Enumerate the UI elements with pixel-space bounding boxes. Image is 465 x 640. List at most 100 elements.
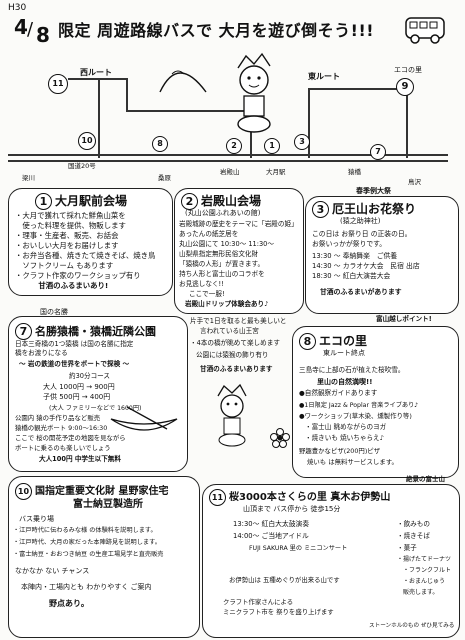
food-list-item: ・菓子 xyxy=(397,544,417,552)
mascot-illustration xyxy=(237,52,271,133)
section-7-line: 猿橋の観光ボート 9:00〜16:30 xyxy=(15,424,108,432)
section-2-line: ここで一服! xyxy=(189,290,225,298)
west-route-label: 西ルート xyxy=(80,68,112,77)
section-8-tag: 富山越しポイント! xyxy=(376,315,432,323)
map-point-8: 9 xyxy=(396,78,414,96)
section-2-line: 山梨県指定無形民俗文化財 xyxy=(179,250,259,258)
section-2-subtitle: (丸山公園ふれあいの館) xyxy=(185,209,261,217)
section-11-line: クラフト作家さんによる xyxy=(223,598,294,606)
east-route-label: 東ルート xyxy=(308,72,340,81)
section-1-line: 使った料理を提供、物販します xyxy=(15,221,126,230)
section-10-line: ・江戸時代に伝わるみな様 の体験料を説明します。 xyxy=(13,527,157,534)
section-7-line: ボートに乗るのも楽しいでしょう xyxy=(15,444,111,452)
section-8-number: 8 xyxy=(299,333,316,350)
map-point-3: 3 xyxy=(294,134,310,150)
section-1-line: ・大月で獲れて採れた鮮魚山菜を xyxy=(15,211,126,220)
section-10-line: 本陣内・工場内とも わかりやすく ご案内 xyxy=(21,583,152,591)
section-10-line: なかなか ない チャンス xyxy=(15,567,90,575)
section-11-number: 11 xyxy=(209,489,226,506)
food-list-item: ・フランクフルト xyxy=(403,567,452,574)
section-7-line: 公園内 猿の手作り品など販売 xyxy=(15,414,101,422)
food-list-item: ・おまんじゅう xyxy=(403,578,446,585)
boat-illustration xyxy=(110,406,178,431)
section-3-line: 14:30 〜 カラオケ大会 民宿 出店 xyxy=(312,262,420,270)
section-11-line: 13:30〜 紅白大太鼓演奏 xyxy=(233,520,310,528)
section-3-line: 甘酒のふるまいがあります xyxy=(320,288,402,296)
section-1-line: 甘酒のふるまいあり! xyxy=(31,281,109,290)
section-3-line: 13:30 〜 奉納舞楽 ご供養 xyxy=(312,252,398,260)
food-list-item: 販売します。 xyxy=(403,589,439,596)
section-3-line: お祭いっかが祭りです。 xyxy=(312,240,387,248)
mascot-small-illustration xyxy=(217,383,247,447)
page-title: 限定 周遊路線バスで 大月を遊び倒そう!!! xyxy=(58,21,375,40)
section-11-tag: 絶景の富士山 xyxy=(406,475,445,483)
section-8-subtitle: 東ルート終点 xyxy=(323,349,365,357)
section-8-line: ・富士山 眺めながらのヨガ xyxy=(305,423,387,431)
section-1-line: ・おいしい大月をお届けします xyxy=(15,241,119,250)
stop-label: 梁川 xyxy=(22,174,35,182)
section-8-line: 焼いも は無料サービスします。 xyxy=(307,458,398,466)
section-8-line: ●1日限定 Jazz & Poplar 音楽ライブあり♪ xyxy=(299,402,419,409)
date-badge: 4 / 8 xyxy=(14,15,50,47)
year-label: H30 xyxy=(8,3,27,13)
date-month: 4 xyxy=(14,15,28,39)
route20-label: 国道20号 xyxy=(68,162,96,170)
section-8-line: ●ワークショップ(草木染、燻製作り等) xyxy=(299,412,412,420)
section-1-number: 1 xyxy=(35,193,52,210)
section-3-tag: 春季例大祭 xyxy=(356,187,391,195)
flower-icon xyxy=(270,428,290,448)
section-11-line: FUJI SAKURA 里の ミニコンサート xyxy=(249,545,348,552)
section-8-line: ・焼きいも 焼いちゃらえ♪ xyxy=(305,434,384,442)
section-7-number: 7 xyxy=(15,323,32,340)
food-list-item: ・焼きそば xyxy=(397,532,430,540)
stop-label: 岩殿山 xyxy=(220,168,240,176)
stop-label: 桑原 xyxy=(158,174,171,182)
section-7-line: 〜 岩の鉄道の世界をボートで探検 〜 xyxy=(19,360,130,368)
section-1-line: ・クラフト作家のワークショップ有り xyxy=(15,271,141,280)
route-map: 西ルート 東ルート 国道20号 エコの里 9 10 11 8 2 1 3 7 大… xyxy=(8,48,458,186)
section-2-number: 2 xyxy=(181,193,198,210)
food-list-item: ・揚げたてドーナツ xyxy=(397,556,452,563)
section-11-line: ミニクラフト市を 祭りを盛り上げます xyxy=(223,608,334,616)
section-7-side-line: 公園には猿猴の飾り有り xyxy=(196,351,269,359)
section-10-line: 野点あり。 xyxy=(49,599,89,608)
section-2-line: お見逃しなく!! xyxy=(179,280,224,288)
section-3-line: 18:30 〜 紅白大演芸大会 xyxy=(312,272,391,280)
section-8-line: 里山の自然満喫!! xyxy=(317,378,373,386)
section-10-line: ・江戸時代、大月の家だった本陣跡見を説明します。 xyxy=(13,539,161,546)
section-2-line: 岩殿城跡の歴史をテーマに「岩殿の姫」 xyxy=(179,220,298,228)
section-2-line: 岩殿山ドリップ体験会あり♪ xyxy=(185,300,269,308)
section-3-number: 3 xyxy=(312,201,329,218)
section-7-side-line: 甘酒のふるまいあります xyxy=(200,365,273,373)
section-1-line: ・お弁当各種、焼きたて焼きそば、焼き鳥 xyxy=(15,251,156,260)
section-1-line: ソフトクリーム もあります xyxy=(15,261,114,270)
section-7-line: (大人 ファミリーなどで 1600円) xyxy=(49,405,142,412)
section-8-line: 三島寺に上部の石が植えた桜吹雪。 xyxy=(299,366,405,374)
section-10-title2: 富士納豆製造所 xyxy=(73,499,143,510)
section-11-footer: ストーンホルのもの ぜひ見てみる xyxy=(369,623,455,629)
section-7-line: 大人 1000円 → 900円 xyxy=(43,383,115,391)
date-day: 8 xyxy=(36,23,50,47)
section-2-line: あったんの紙芝居を xyxy=(179,230,239,238)
bus-icon xyxy=(405,17,445,44)
section-7-note: 国の名勝 xyxy=(40,308,68,316)
map-point-9: 8 xyxy=(152,136,168,152)
section-3-line: この日は お祭り日 の正装の日。 xyxy=(312,230,412,238)
stop-label: 大月駅 xyxy=(266,168,286,176)
section-7-line: 約30分コース xyxy=(69,372,111,380)
map-point-1: 1 xyxy=(264,138,280,154)
section-11-subtitle: 山頂まで バス停から 徒歩15分 xyxy=(243,505,341,513)
